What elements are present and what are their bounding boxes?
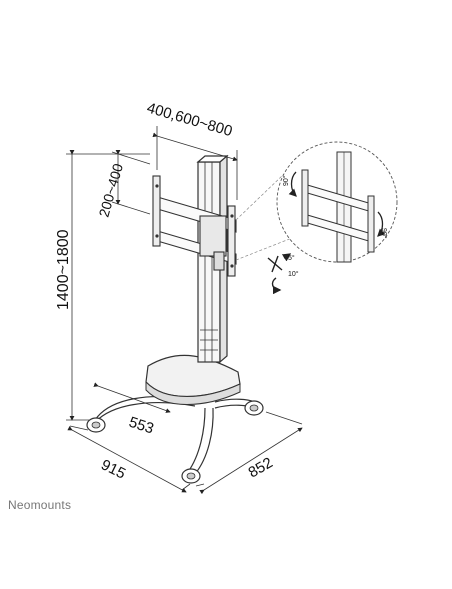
dim-vesa-horizontal: 400,600~800 [145,100,234,141]
dimension-lines [66,126,303,495]
tilt-icon [267,253,292,295]
brand-name: Neomounts [8,498,72,512]
tilt-detail-callout [235,141,398,263]
shelf [145,354,241,405]
rotate-right-label: 90° [380,228,388,239]
dim-base-inner: 553 [127,414,156,438]
mounting-bracket [152,175,237,277]
dim-height-range: 1400~1800 [55,229,72,310]
dim-base-width: 915 [98,456,128,482]
tilt-down-label: 10° [288,270,299,278]
tilt-up-label: 5° [288,254,295,262]
wheel-front [181,468,201,484]
rotate-left-label: 90° [282,175,290,186]
dim-base-depth: 852 [246,454,276,481]
wheel-right [244,400,264,416]
dim-vesa-vertical: 200~400 [96,161,127,218]
